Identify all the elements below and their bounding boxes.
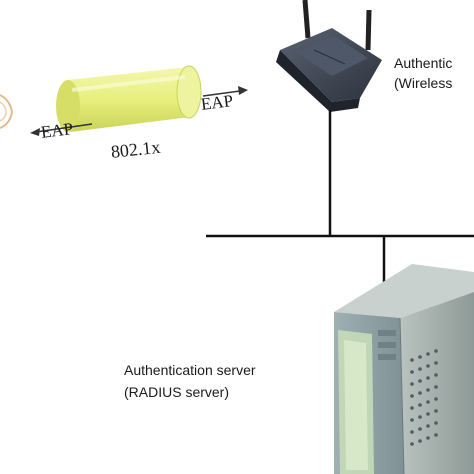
wireless-access-point-icon	[276, 0, 382, 112]
eap-right-arrow	[202, 86, 248, 97]
eap-left-label: EAP	[39, 119, 75, 142]
tunnel-cylinder-icon	[56, 65, 202, 132]
client-device-icon	[0, 94, 14, 129]
network-lines	[206, 110, 474, 282]
authenticator-label-line1: Authentic	[394, 55, 453, 71]
server-tower-icon	[334, 264, 474, 474]
server-label-line2: (RADIUS server)	[124, 384, 230, 400]
authenticator-label-line2: (Wireless	[394, 75, 453, 91]
eap-right-label: EAP	[199, 91, 235, 114]
eap-left-arrow	[30, 123, 93, 136]
server-label-line1: Authentication server	[124, 362, 256, 378]
